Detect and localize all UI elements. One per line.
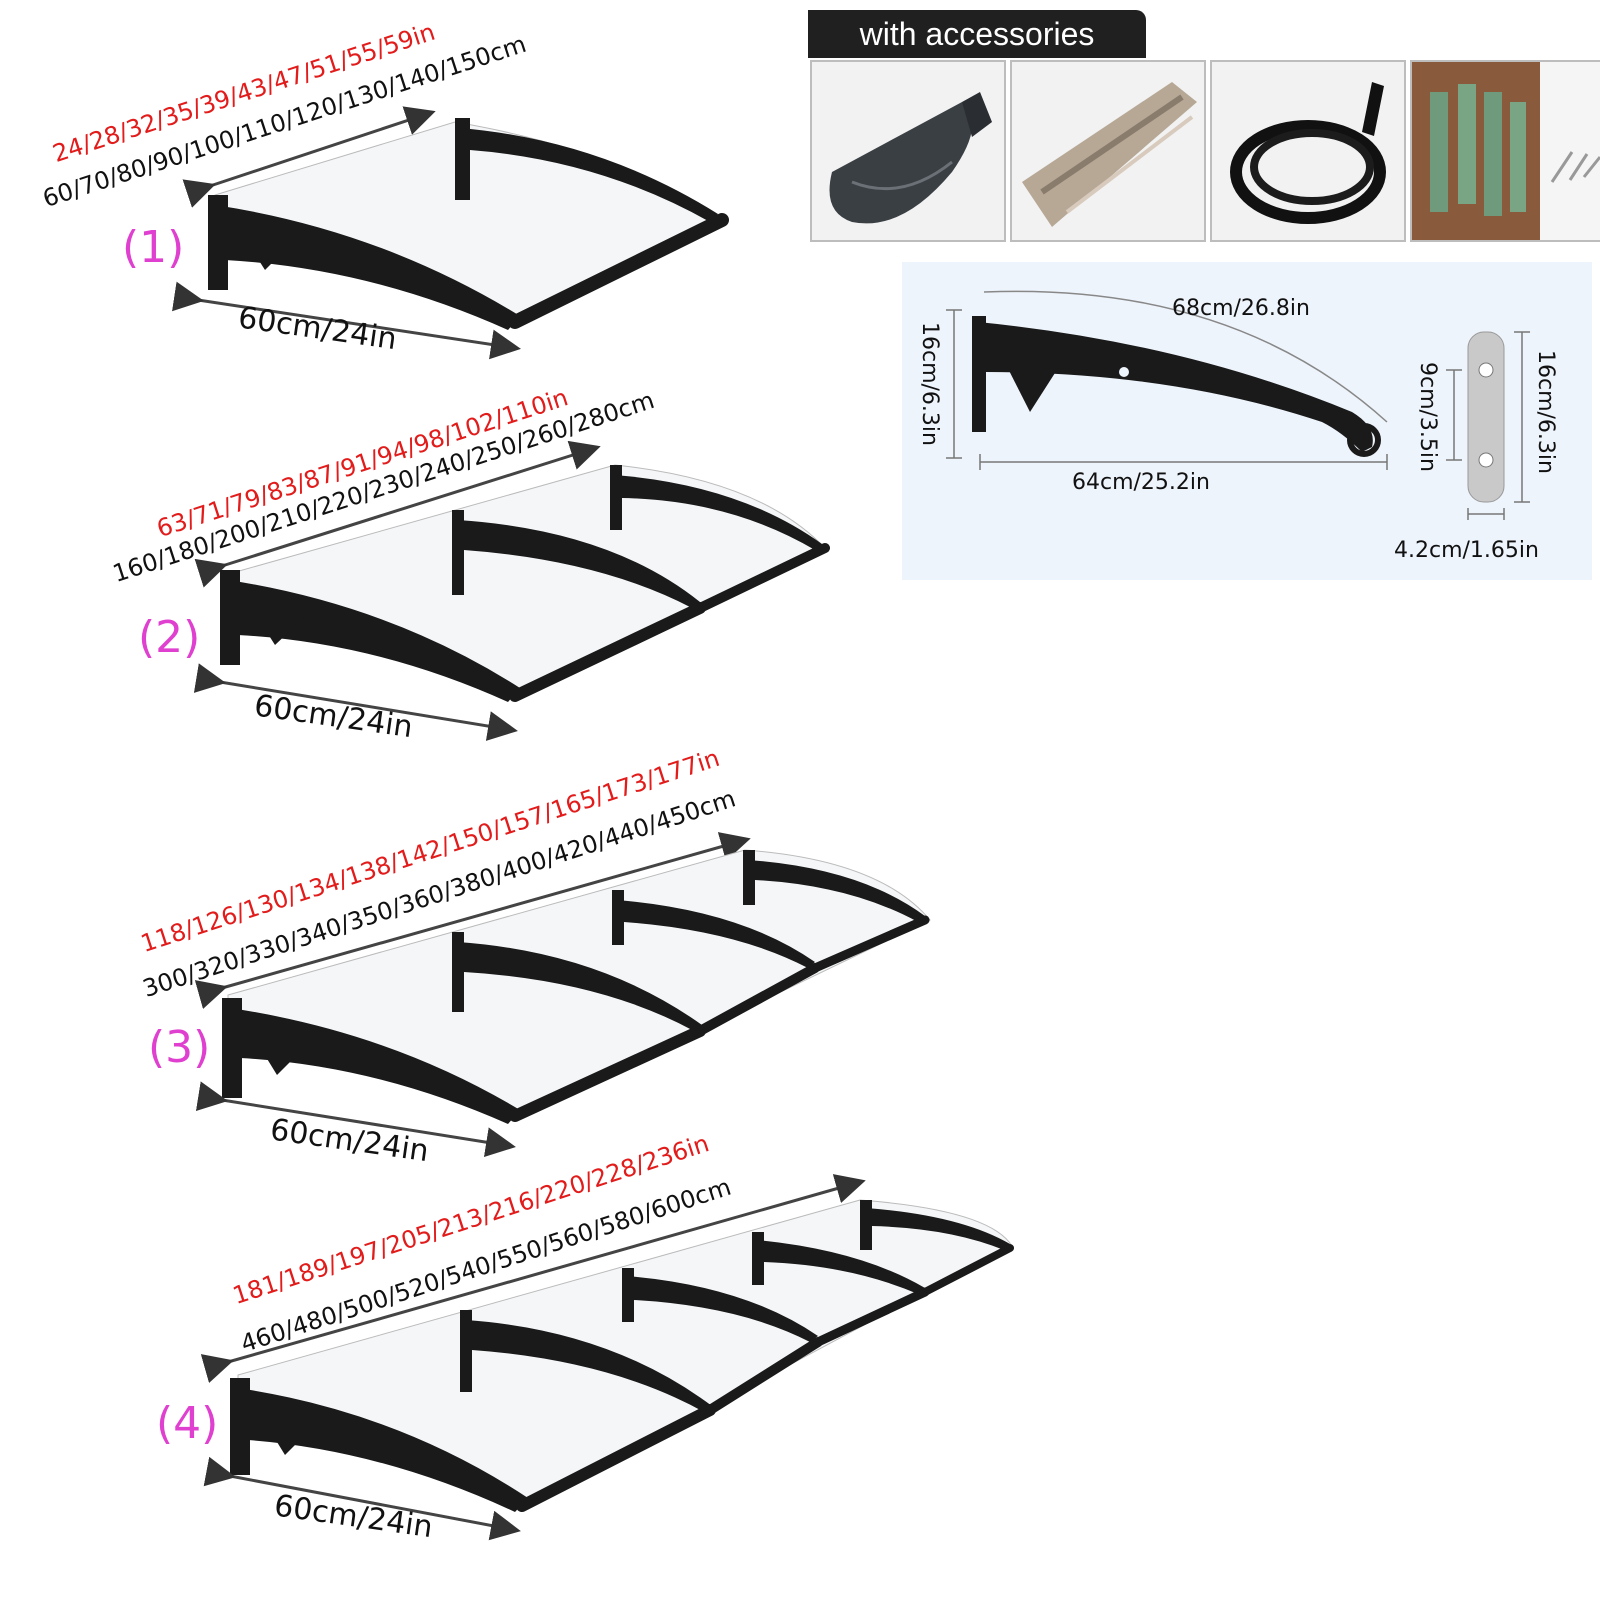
awning-2-illustration [193,440,830,741]
rubber-seal-strip-image [1210,60,1406,242]
aluminum-profile-image [1010,60,1206,242]
gutter-profile-image [810,60,1006,242]
plate-height-label: 16cm/6.3in [1533,350,1558,474]
model-number-1: (1) [122,222,185,273]
awning-1-illustration [172,106,729,360]
model-number-4: (4) [156,1398,219,1449]
plate-width-label: 4.2cm/1.65in [1394,538,1539,563]
arc-length-label: 68cm/26.8in [1172,296,1310,321]
bracket-drawing [946,290,1530,520]
model-number-2: (2) [138,612,201,663]
bracket-dimension-diagram: 68cm/26.8in 16cm/6.3in 64cm/25.2in 9cm/3… [902,262,1592,580]
bolts-image [1410,60,1600,242]
awning-4-illustration [200,1174,1014,1541]
awning-3-illustration [194,832,931,1158]
plate-hole-spacing-label: 9cm/3.5in [1415,362,1440,472]
bracket-height-label: 16cm/6.3in [917,322,942,446]
model-number-3: (3) [148,1022,211,1073]
accessories-title: with accessories [808,10,1146,58]
base-length-label: 64cm/25.2in [1072,470,1210,495]
